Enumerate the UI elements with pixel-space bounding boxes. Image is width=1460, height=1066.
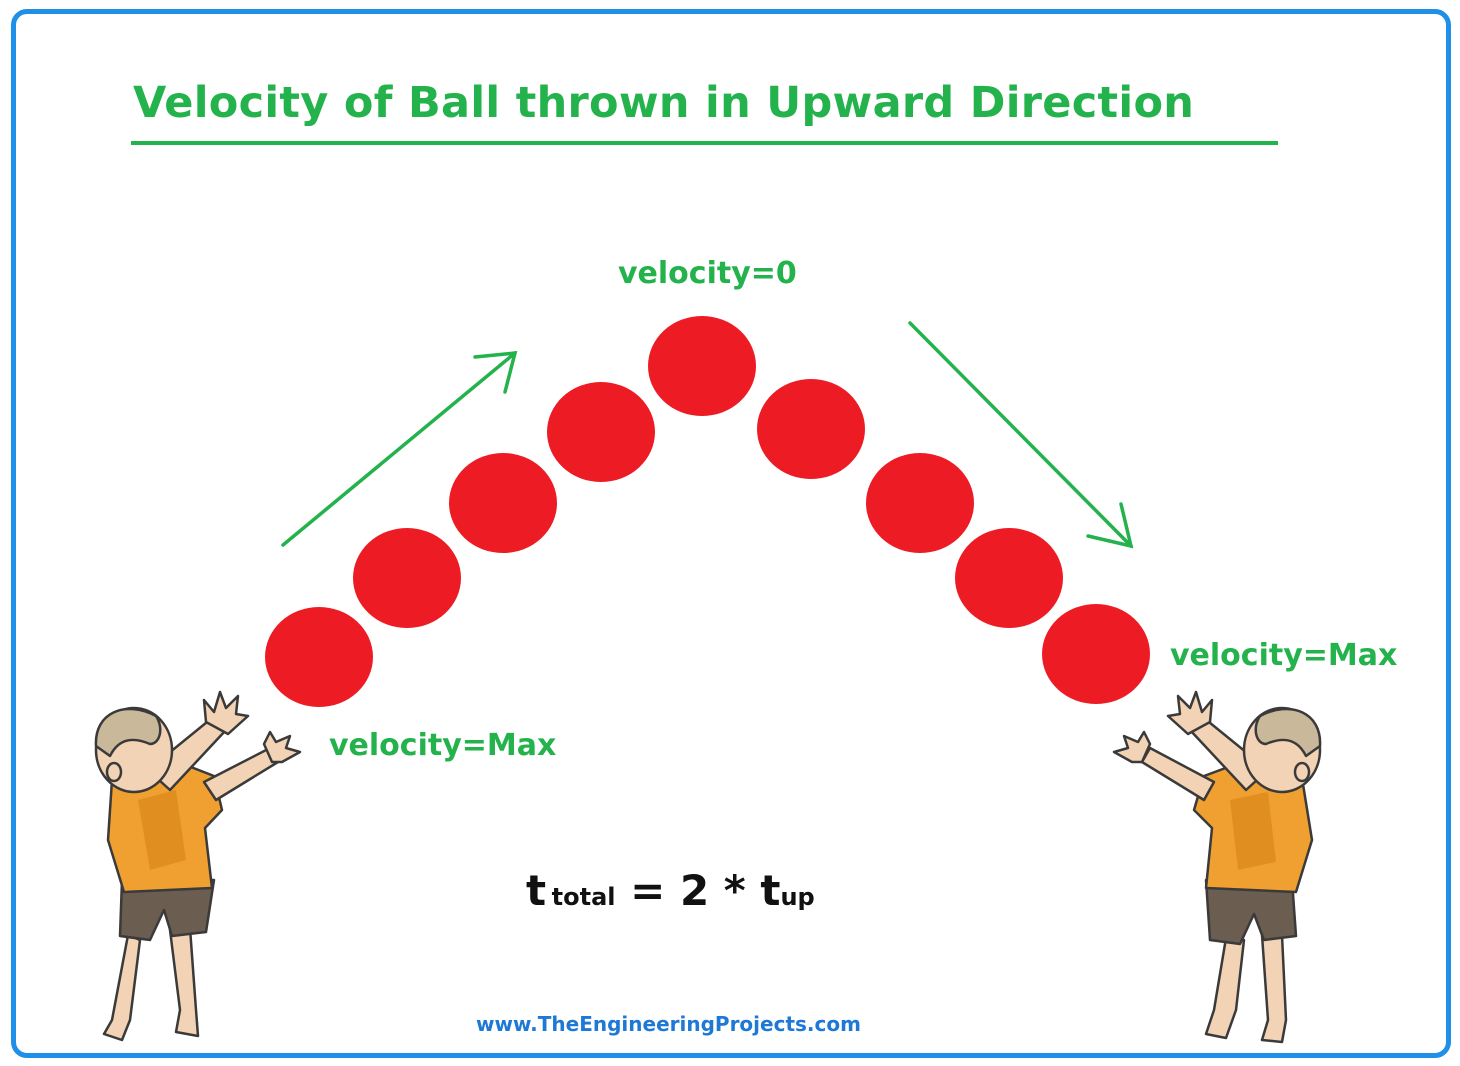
- balls: [265, 316, 1150, 707]
- formula-t-total: t: [526, 866, 547, 915]
- ball: [955, 528, 1063, 628]
- ball: [547, 382, 655, 482]
- up-arrow-icon: [281, 351, 518, 547]
- time-formula: t total = 2 * tup: [526, 866, 815, 915]
- border-frame: [11, 9, 1451, 1058]
- ball: [648, 316, 756, 416]
- ball: [265, 607, 373, 707]
- ball: [1042, 604, 1150, 704]
- formula-t-up: t: [760, 866, 781, 915]
- label-velocity-right: velocity=Max: [1170, 638, 1398, 673]
- formula-equals: = 2 *: [615, 866, 761, 915]
- ball: [449, 453, 557, 553]
- title-underline: [131, 141, 1278, 145]
- ball: [353, 528, 461, 628]
- ball: [757, 379, 865, 479]
- page-title: Velocity of Ball thrown in Upward Direct…: [133, 78, 1195, 128]
- website-link[interactable]: www.TheEngineeringProjects.com: [476, 1012, 861, 1036]
- child-thrower-illustration: [94, 690, 302, 1042]
- formula-sub-up: up: [780, 883, 815, 911]
- label-velocity-left: velocity=Max: [329, 728, 557, 763]
- formula-sub-total: total: [551, 883, 616, 911]
- child-catcher-illustration: [1112, 690, 1322, 1044]
- down-arrow-icon: [908, 321, 1134, 549]
- ball: [866, 453, 974, 553]
- label-velocity-top: velocity=0: [618, 256, 797, 291]
